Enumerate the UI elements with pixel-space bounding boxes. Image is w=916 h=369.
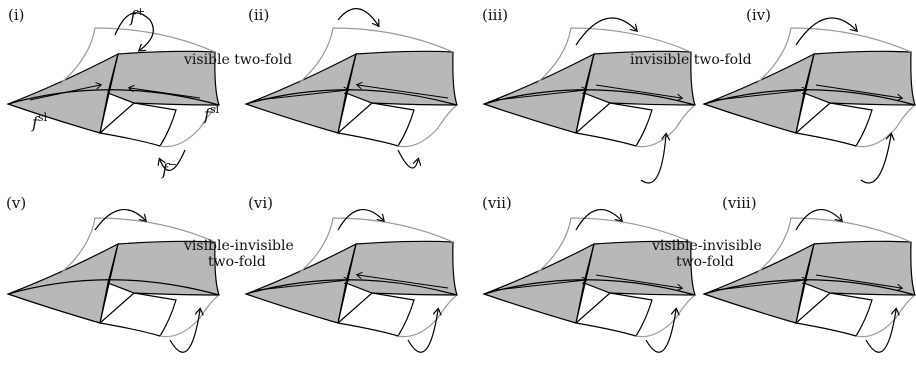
panel-label-v: (v) [6,194,26,212]
panel-ii: (ii) [245,6,458,169]
panel-label-ii: (ii) [248,6,269,24]
panel-v: (v) visible-invisible two-fold [6,194,294,353]
panel-label-viii: (viii) [722,194,757,212]
panel-label-vi: (vi) [248,194,273,212]
caption-visible-invisible-2: visible-invisible [651,238,762,254]
caption-visible-invisible-1: visible-invisible [183,238,294,254]
panel-vii: (vii) visible-invisible two-fold [482,194,762,353]
panel-label-vii: (vii) [482,194,512,212]
panel-i: (i) f+ f− fsl fsl visible two-fold [7,5,292,179]
panel-viii: (viii) [703,194,916,353]
f-plus-label: f+ [129,5,145,26]
caption-two-fold-1: two-fold [208,254,266,270]
caption-invisible-two-fold: invisible two-fold [630,52,752,68]
f-sl-right-label: fsl [203,103,220,124]
panel-iv: (iv) [703,6,916,184]
panel-label-iii: (iii) [482,6,508,24]
f-minus-label: f− [161,158,177,179]
panel-label-i: (i) [8,6,25,24]
panel-vi: (vi) [245,194,458,353]
caption-two-fold-2: two-fold [676,254,734,270]
f-sl-left-label: fsl [31,111,48,132]
panel-label-iv: (iv) [746,6,771,24]
panel-iii: (iii) invisible two-fold [482,6,752,184]
caption-visible-two-fold: visible two-fold [183,52,292,68]
